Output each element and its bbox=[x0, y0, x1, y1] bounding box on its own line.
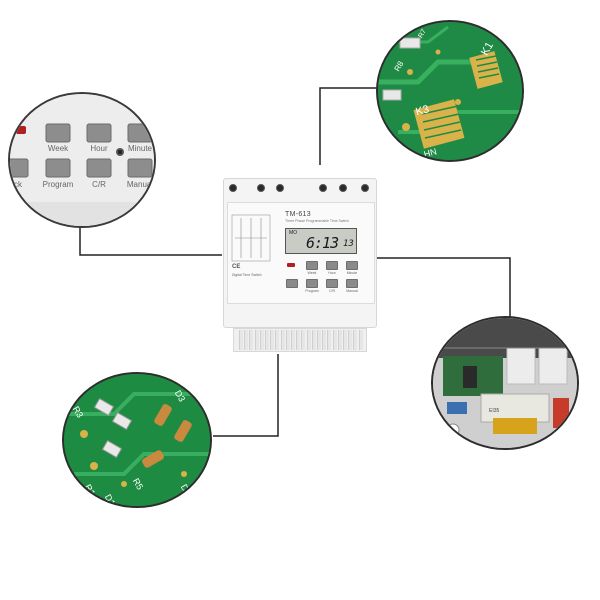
r1-label: R1 bbox=[83, 483, 97, 498]
d1-label: D1 bbox=[103, 493, 117, 508]
pcb-components: D5 R5 D3 R3 D1 R1 bbox=[64, 374, 210, 508]
vent-slot bbox=[270, 330, 275, 350]
week-key bbox=[45, 123, 71, 143]
minute-button[interactable] bbox=[346, 261, 358, 270]
vent-slot bbox=[265, 330, 269, 350]
vent-slot bbox=[280, 330, 285, 350]
hour-label: Hour bbox=[90, 144, 108, 153]
circuit-board-photo: EI35 bbox=[433, 318, 577, 448]
r5-label: R5 bbox=[131, 477, 145, 492]
hour-button[interactable] bbox=[326, 261, 338, 270]
manual-key bbox=[127, 158, 153, 178]
terminal-screw bbox=[319, 184, 327, 192]
pcb-relay-callout: K1 K3 HN R8 R7 bbox=[376, 20, 524, 162]
ce-mark: CE bbox=[232, 264, 241, 270]
lcd-display: MO 6:13 13 bbox=[285, 228, 357, 254]
terminal-screw bbox=[257, 184, 265, 192]
wiring-diagram-icon bbox=[231, 214, 271, 262]
vent-slot bbox=[343, 330, 347, 350]
manual-button[interactable] bbox=[346, 279, 358, 288]
cr-button[interactable] bbox=[326, 279, 338, 288]
circuit-board-callout: EI35 bbox=[431, 316, 579, 450]
vent-slot bbox=[285, 330, 290, 350]
terminal-screw bbox=[229, 184, 237, 192]
manual-label: Manual bbox=[126, 180, 154, 189]
vent-slot bbox=[337, 330, 342, 350]
side-label: Digital Time Switch bbox=[232, 273, 262, 277]
hour-key bbox=[86, 123, 112, 143]
vent-slot bbox=[239, 330, 243, 350]
k3-label: K3 bbox=[414, 103, 430, 118]
d5-label: D5 bbox=[179, 483, 193, 498]
keypad-zoom-callout: Week Hour Minute ck Program C/R Manual bbox=[8, 92, 156, 228]
model-subtitle: Three Phase Programmable Time Switch bbox=[285, 219, 349, 223]
clock-button[interactable] bbox=[286, 279, 298, 288]
k1-label: K1 bbox=[479, 40, 496, 58]
vent-slot bbox=[317, 330, 321, 350]
week-label: Week bbox=[47, 144, 69, 153]
pcb-traces: K1 K3 HN R8 R7 bbox=[378, 22, 522, 160]
cr-button-label: C/R bbox=[328, 289, 336, 293]
model-name: TM-613 bbox=[285, 211, 311, 218]
clock-key bbox=[10, 158, 29, 178]
hour-button-label: Hour bbox=[328, 271, 336, 275]
terminal-screw bbox=[361, 184, 369, 192]
vent-slot bbox=[327, 330, 332, 350]
vent-slot bbox=[244, 330, 249, 350]
hn-label: HN bbox=[423, 146, 438, 159]
week-button-label: Week bbox=[307, 271, 317, 275]
program-key bbox=[45, 158, 71, 178]
vent-slot bbox=[348, 330, 353, 350]
vent-slot bbox=[358, 330, 363, 350]
transformer-label: EI35 bbox=[489, 408, 500, 414]
clock-label: ck bbox=[14, 180, 22, 189]
vent-slot bbox=[275, 330, 280, 350]
program-button-label: Program bbox=[305, 289, 319, 293]
vent-slot bbox=[306, 330, 311, 350]
r7-label: R7 bbox=[417, 28, 428, 39]
vent-slot bbox=[353, 330, 358, 350]
vent-slot bbox=[301, 330, 306, 350]
vent-slot bbox=[322, 330, 327, 350]
vent-slot bbox=[249, 330, 254, 350]
terminal-screw bbox=[276, 184, 284, 192]
cr-key bbox=[86, 158, 112, 178]
program-label: Program bbox=[42, 180, 74, 189]
cr-label: C/R bbox=[92, 180, 106, 189]
minute-label: Minute bbox=[127, 144, 152, 153]
time-switch-device: CE Digital Time Switch TM-613 Three Phas… bbox=[223, 178, 377, 354]
minute-button-label: Minute bbox=[346, 271, 358, 275]
manual-button-label: Manual bbox=[346, 289, 358, 293]
program-button[interactable] bbox=[306, 279, 318, 288]
vent-slot bbox=[332, 330, 337, 350]
on-off-button[interactable] bbox=[287, 263, 295, 267]
r3-label: R3 bbox=[71, 405, 85, 420]
terminal-screw bbox=[339, 184, 347, 192]
d3-label: D3 bbox=[173, 389, 187, 404]
lcd-day-mark: MO bbox=[289, 230, 298, 236]
vent-slot bbox=[259, 330, 264, 350]
vent-slot bbox=[254, 330, 259, 350]
week-button[interactable] bbox=[306, 261, 318, 270]
vent-slot bbox=[311, 330, 316, 350]
vent-slot bbox=[296, 330, 301, 350]
lcd-time: 6:13 bbox=[306, 234, 339, 252]
pcb-component-callout: D5 R5 D3 R3 D1 R1 bbox=[62, 372, 212, 508]
lcd-seconds: 13 bbox=[343, 239, 354, 249]
vent-slot bbox=[291, 330, 295, 350]
minute-key bbox=[127, 123, 153, 143]
